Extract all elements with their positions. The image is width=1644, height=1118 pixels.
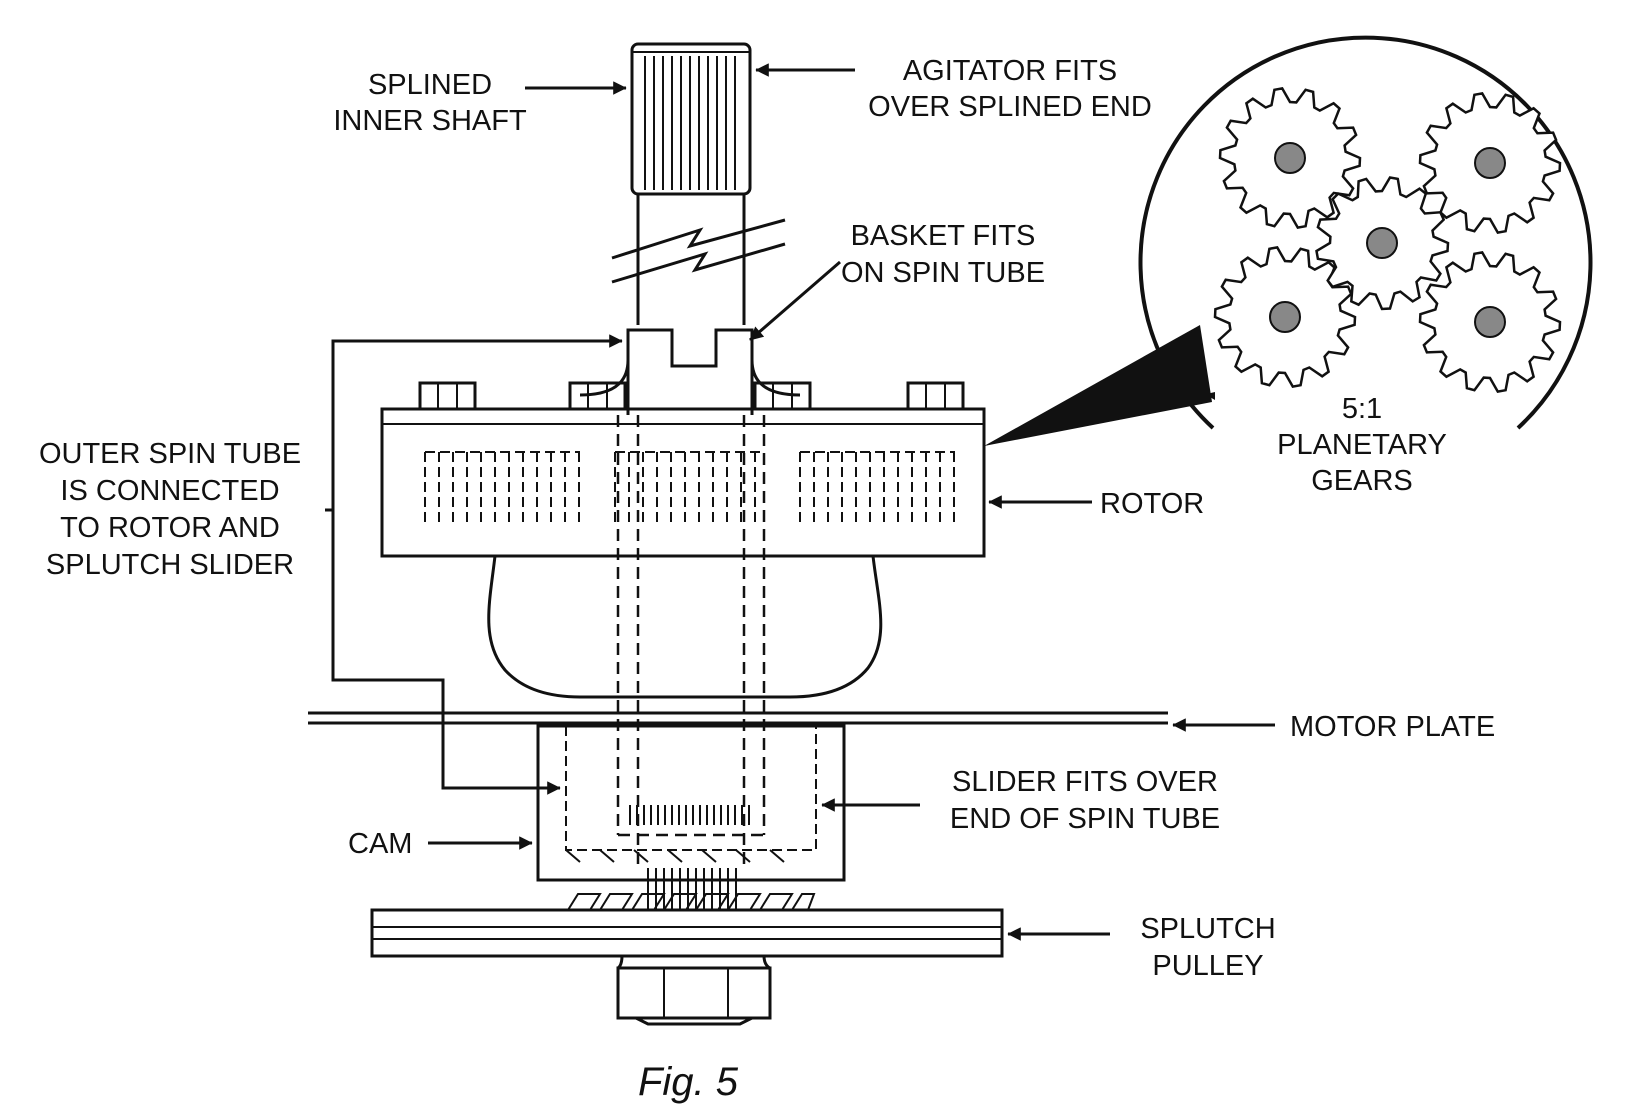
rotor-bolts — [418, 381, 965, 411]
splined-inner-shaft — [611, 42, 786, 325]
label-ratio: 5:1 — [1342, 393, 1382, 425]
label-outer-spin-tube-1: OUTER SPIN TUBE — [39, 438, 301, 470]
gear — [1418, 251, 1562, 393]
label-slider-1: SLIDER FITS OVER — [952, 766, 1218, 798]
label-planetary-2: GEARS — [1311, 465, 1413, 497]
gear — [1218, 87, 1362, 229]
label-splined-inner-shaft-2: INNER SHAFT — [333, 105, 527, 137]
label-motor-plate: MOTOR PLATE — [1290, 711, 1495, 743]
spin-tube-collar — [579, 328, 801, 415]
splutch-pulley — [370, 908, 1004, 1026]
label-agitator-1: AGITATOR FITS — [903, 55, 1117, 87]
label-cam: CAM — [348, 828, 412, 860]
callout-labels: SPLINED INNER SHAFT AGITATOR FITS OVER S… — [39, 55, 1495, 982]
label-splutch-pulley-2: PULLEY — [1152, 950, 1263, 982]
gear — [1418, 92, 1562, 234]
gear — [1315, 176, 1450, 311]
label-slider-2: END OF SPIN TUBE — [950, 803, 1220, 835]
leader-lines — [325, 63, 1275, 941]
label-splutch-pulley-1: SPLUTCH — [1140, 913, 1275, 945]
label-outer-spin-tube-4: SPLUTCH SLIDER — [46, 549, 294, 581]
label-basket-1: BASKET FITS — [851, 220, 1036, 252]
hidden-spin-tube — [616, 415, 766, 865]
label-basket-2: ON SPIN TUBE — [841, 257, 1045, 289]
figure-caption: Fig. 5 — [638, 1060, 739, 1104]
planetary-gears-inset — [984, 35, 1593, 446]
label-splined-inner-shaft-1: SPLINED — [368, 69, 492, 101]
motor-plate — [308, 711, 1168, 725]
label-outer-spin-tube-3: TO ROTOR AND — [60, 512, 280, 544]
rotor — [380, 407, 986, 699]
label-rotor: ROTOR — [1100, 488, 1204, 520]
label-agitator-2: OVER SPLINED END — [868, 91, 1152, 123]
gear — [1213, 246, 1357, 388]
label-outer-spin-tube-2: IS CONNECTED — [60, 475, 279, 507]
cam-slider — [536, 724, 846, 911]
label-planetary-1: PLANETARY — [1277, 429, 1447, 461]
